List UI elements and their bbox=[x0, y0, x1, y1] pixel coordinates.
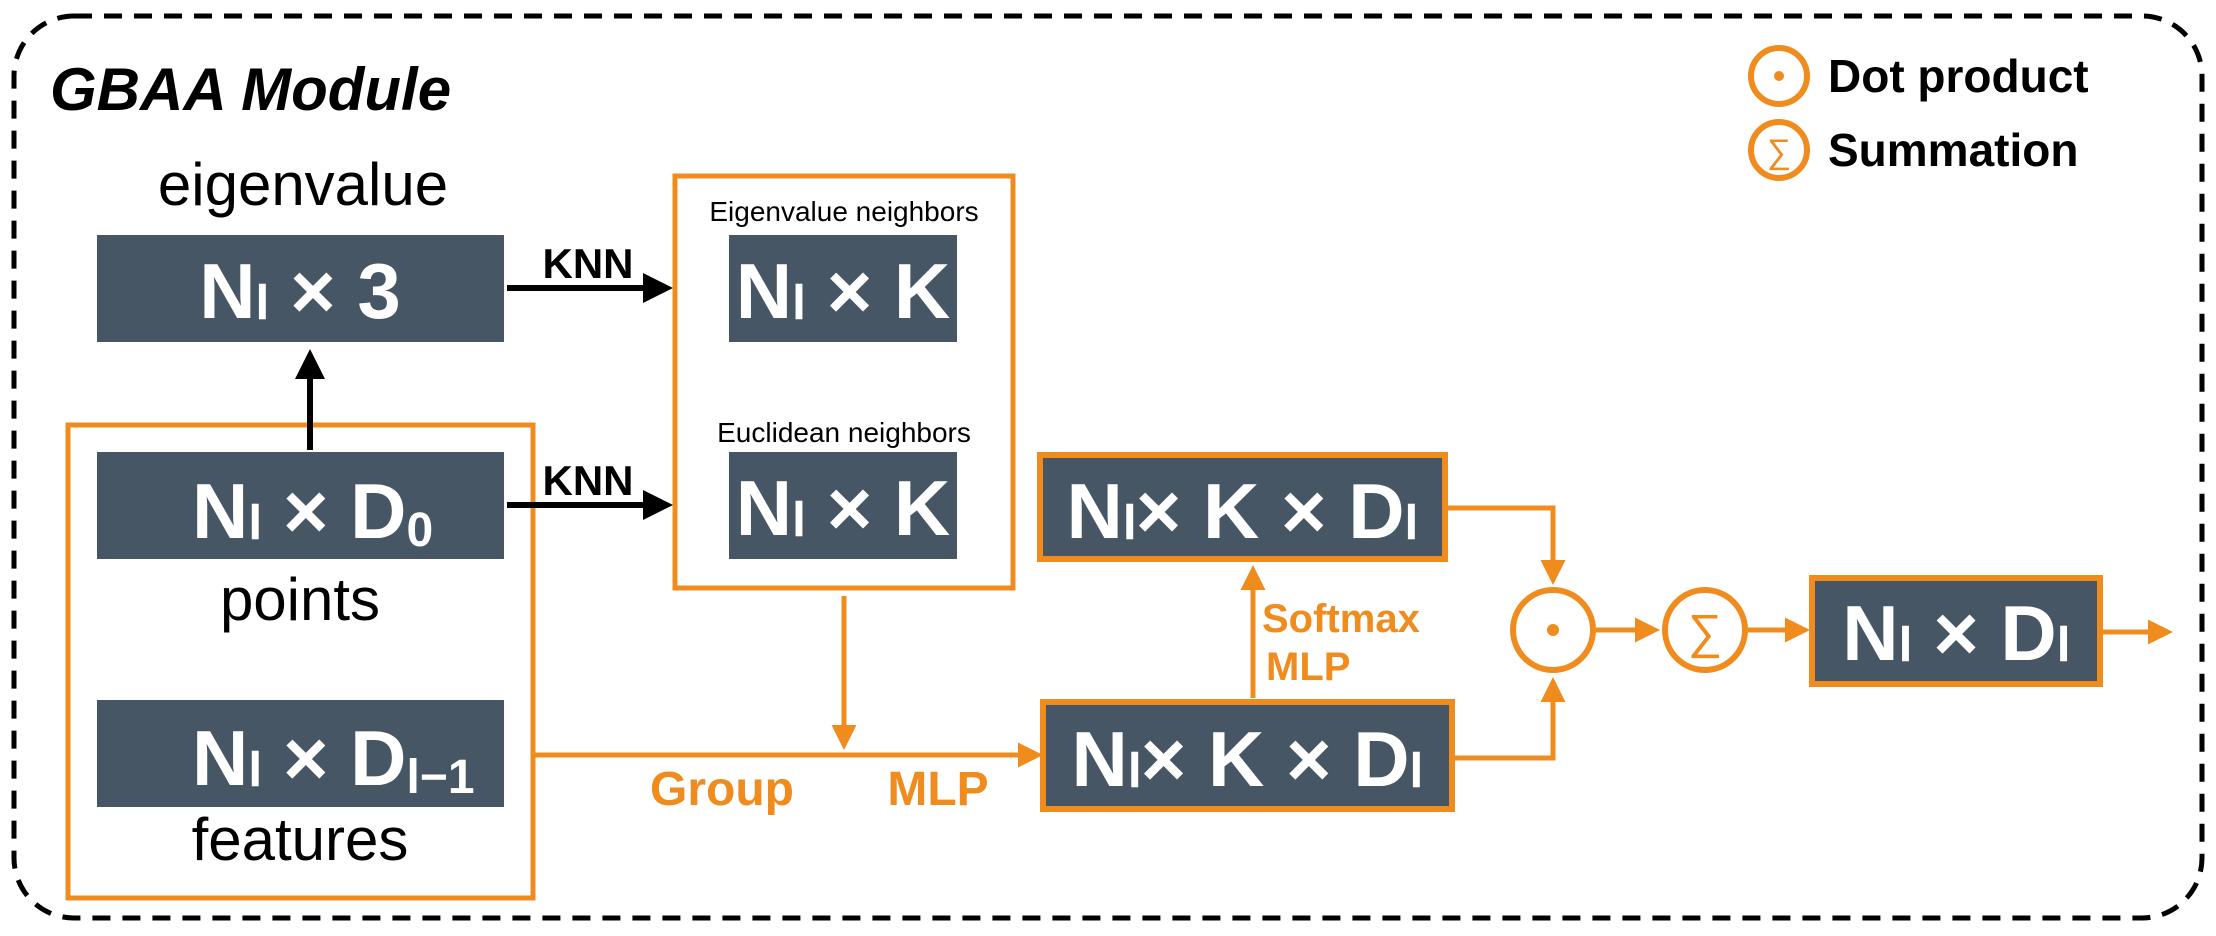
module-border bbox=[11, 13, 2205, 921]
softmax-label: Softmax bbox=[1262, 597, 1420, 641]
eigenvalue-label: eigenvalue bbox=[158, 151, 448, 218]
legend-sum-label: Summation bbox=[1828, 124, 2078, 176]
knn-bottom-label: KNN bbox=[543, 457, 634, 504]
attention-box-text: Nₗ× K × Dₗ bbox=[1067, 467, 1418, 555]
points-box bbox=[97, 452, 504, 559]
neighbors-group bbox=[672, 173, 1016, 591]
eucl-neighbors-box bbox=[729, 452, 957, 559]
dot-product-node bbox=[1510, 587, 1596, 673]
features-label: features bbox=[192, 806, 409, 873]
attention-box bbox=[1037, 452, 1448, 562]
output-box-text: Nₗ × Dₗ bbox=[1842, 589, 2069, 677]
softmax-mlp-label: MLP bbox=[1266, 645, 1350, 689]
eigen-neighbors-box-text: Nₗ × K bbox=[736, 247, 951, 335]
eigenvalue-box bbox=[97, 235, 504, 342]
legend: Dot product ∑ Summation bbox=[1748, 45, 2089, 181]
legend-dot-label: Dot product bbox=[1828, 50, 2089, 102]
eucl-neighbors-box-text: Nₗ × K bbox=[736, 464, 951, 552]
svg-text:∑: ∑ bbox=[1767, 133, 1791, 171]
eigenvalue-box-text: Nₗ × 3 bbox=[199, 247, 401, 335]
mlp-label: MLP bbox=[887, 763, 988, 816]
knn-top-label: KNN bbox=[543, 240, 634, 287]
dot-product-icon bbox=[1748, 45, 1810, 107]
points-label: points bbox=[220, 566, 380, 633]
summation-icon: ∑ bbox=[1748, 119, 1810, 181]
features-box-text: Nₗ × Dl−1 bbox=[192, 714, 475, 804]
feature-box bbox=[1040, 699, 1455, 812]
group-label: Group bbox=[650, 763, 794, 816]
eigen-neighbors-title: Eigenvalue neighbors bbox=[709, 196, 978, 227]
feature-box-text: Nₗ× K × Dₗ bbox=[1072, 715, 1423, 803]
eigen-neighbors-box bbox=[729, 235, 957, 342]
arrow-attention-to-dot bbox=[1448, 505, 1566, 585]
summation-node: ∑ bbox=[1662, 587, 1748, 673]
points-box-text: Nₗ × D0 bbox=[192, 467, 433, 557]
output-box bbox=[1809, 575, 2103, 687]
points-features-group bbox=[65, 422, 536, 901]
module-title: GBAA Module bbox=[50, 56, 451, 123]
arrow-feature-to-dot bbox=[1455, 677, 1566, 761]
eucl-neighbors-title: Euclidean neighbors bbox=[717, 417, 971, 448]
svg-text:∑: ∑ bbox=[1688, 606, 1722, 659]
features-box bbox=[97, 700, 504, 807]
